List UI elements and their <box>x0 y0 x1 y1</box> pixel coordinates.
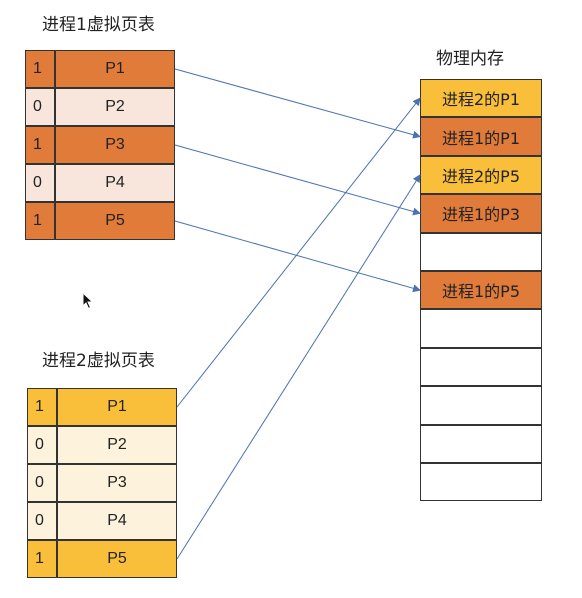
process2-page-label: P1 <box>57 388 177 426</box>
process1-present-bit: 1 <box>25 50 55 88</box>
mapping-arrow <box>174 144 421 216</box>
process1-present-bit: 1 <box>25 126 55 164</box>
memory-frame <box>420 386 542 425</box>
process2-present-bit: 0 <box>27 502 57 540</box>
process2-page-label: P2 <box>57 426 177 464</box>
process1-page-label: P4 <box>55 164 175 202</box>
process1-page-label: P1 <box>55 50 175 88</box>
process1-present-bit: 0 <box>25 164 55 202</box>
mouse-cursor-icon <box>82 292 94 310</box>
process1-page-label: P3 <box>55 126 175 164</box>
process2-present-bit: 0 <box>27 426 57 464</box>
mapping-arrow <box>176 174 421 560</box>
process1-table-title: 进程1虚拟页表 <box>42 15 155 35</box>
process1-page-label: P5 <box>55 202 175 240</box>
mapping-arrow <box>176 97 421 408</box>
process2-present-bit: 0 <box>27 464 57 502</box>
process2-present-bit: 1 <box>27 388 57 426</box>
memory-frame: 进程1的P5 <box>420 271 542 310</box>
memory-frame <box>420 309 542 348</box>
process1-page-label: P2 <box>55 88 175 126</box>
process2-page-label: P5 <box>57 540 177 578</box>
memory-frame: 进程1的P3 <box>420 194 542 233</box>
memory-frame: 进程2的P1 <box>420 79 542 118</box>
process1-present-bit: 1 <box>25 202 55 240</box>
process2-present-bit: 1 <box>27 540 57 578</box>
process2-page-label: P3 <box>57 464 177 502</box>
process1-present-bit: 0 <box>25 88 55 126</box>
memory-frame: 进程1的P1 <box>420 117 542 156</box>
memory-frame: 进程2的P5 <box>420 155 542 195</box>
memory-frame <box>420 347 542 387</box>
memory-frame <box>420 463 542 502</box>
physical-memory-title: 物理内存 <box>436 49 504 69</box>
process2-page-label: P4 <box>57 502 177 540</box>
process2-table-title: 进程2虚拟页表 <box>42 351 155 371</box>
mapping-arrow <box>174 220 421 293</box>
mapping-arrow <box>174 68 421 139</box>
memory-frame <box>420 424 542 463</box>
memory-frame <box>420 232 542 271</box>
